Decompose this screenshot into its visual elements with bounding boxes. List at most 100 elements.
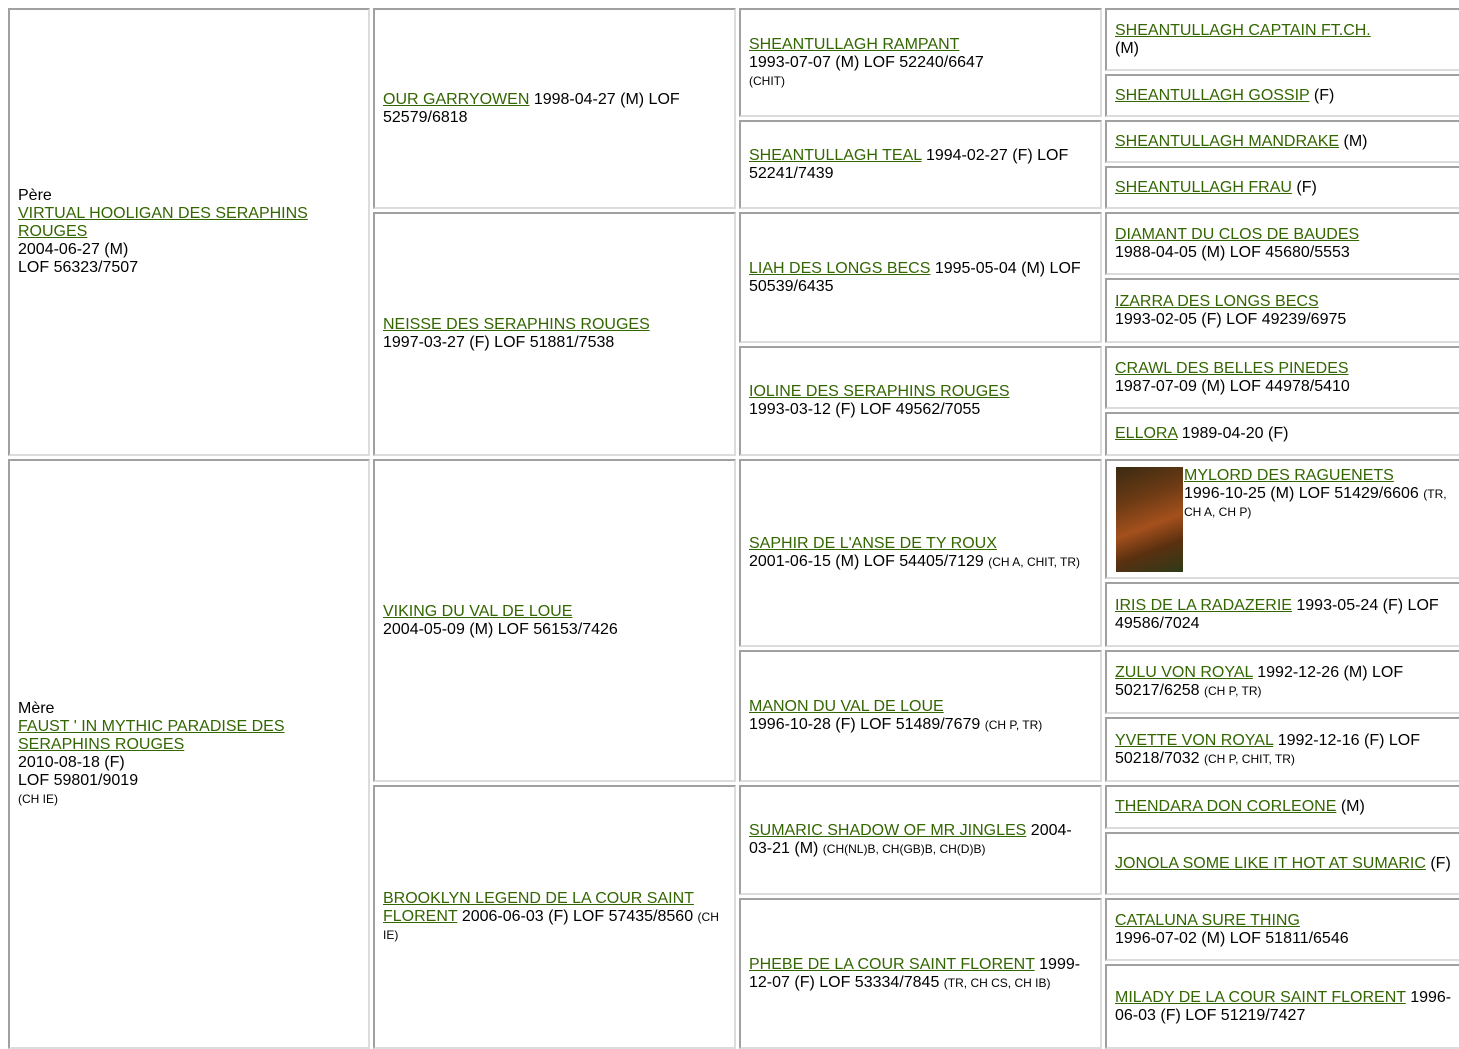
ancestor-name-link[interactable]: MILADY DE LA COUR SAINT FLORENT <box>1115 988 1406 1006</box>
ancestor-titles: (TR, CH A, CH P) <box>1184 486 1447 519</box>
ancestor-name-link[interactable]: IRIS DE LA RADAZERIE <box>1115 596 1292 614</box>
great-grandparent-name-link[interactable]: MANON DU VAL DE LOUE <box>749 698 944 715</box>
ancestor-name-link[interactable]: CATALUNA SURE THING <box>1115 911 1300 929</box>
ancestor-name-link[interactable]: MYLORD DES RAGUENETS <box>1184 466 1394 484</box>
ancestor-info: 1996-10-25 (M) LOF 51429/6606 <box>1184 484 1424 502</box>
ancestor-name-link[interactable]: YVETTE VON ROYAL <box>1115 731 1274 749</box>
dam-cell: Mère FAUST ' IN MYTHIC PARADISE DES SERA… <box>8 459 370 1049</box>
dam-lof: LOF 59801/9019 <box>18 772 139 789</box>
great-grandparent-name-link[interactable]: SHEANTULLAGH TEAL <box>749 146 922 164</box>
dam-role-label: Mère <box>18 700 55 717</box>
ancestor-name-link[interactable]: THENDARA DON CORLEONE <box>1115 798 1337 815</box>
great-grandparent-titles: (TR, CH CS, CH IB) <box>943 975 1051 990</box>
ancestor-cell: SHEANTULLAGH MANDRAKE (M) <box>1105 120 1459 163</box>
ancestor-cell: THENDARA DON CORLEONE (M) <box>1105 785 1459 829</box>
ancestor-info: 1996-07-02 (M) LOF 51811/6546 <box>1115 929 1349 947</box>
ancestor-name-link[interactable]: SHEANTULLAGH FRAU <box>1115 178 1292 196</box>
ancestor-cell: IRIS DE LA RADAZERIE 1993-05-24 (F) LOF … <box>1105 582 1459 647</box>
dam-date: 2010-08-18 (F) <box>18 754 125 771</box>
grandparent-cell: BROOKLYN LEGEND DE LA COUR SAINT FLORENT… <box>373 785 736 1049</box>
grandparent-cell: OUR GARRYOWEN 1998-04-27 (M) LOF 52579/6… <box>373 8 736 209</box>
ancestor-cell: SHEANTULLAGH GOSSIP (F) <box>1105 74 1459 117</box>
ancestor-info: 1993-05-24 (F) LOF 49586/7024 <box>1115 596 1439 632</box>
grandparent-name-link[interactable]: OUR GARRYOWEN <box>383 90 530 108</box>
great-grandparent-cell: SUMARIC SHADOW OF MR JINGLES 2004-03-21 … <box>739 785 1102 895</box>
great-grandparent-cell: PHEBE DE LA COUR SAINT FLORENT 1999-12-0… <box>739 898 1102 1049</box>
ancestor-info: (M) <box>1336 798 1365 815</box>
great-grandparent-titles: (CH A, CHIT, TR) <box>988 555 1081 569</box>
ancestor-info: (F) <box>1425 854 1451 872</box>
great-grandparent-name-link[interactable]: IOLINE DES SERAPHINS ROUGES <box>749 383 1010 400</box>
grandparent-info: 2004-05-09 (M) LOF 56153/7426 <box>383 620 618 638</box>
ancestor-cell: ZULU VON ROYAL 1992-12-26 (M) LOF 50217/… <box>1105 650 1459 714</box>
ancestor-cell: SHEANTULLAGH FRAU (F) <box>1105 166 1459 209</box>
ancestor-info: (F) <box>1291 178 1317 196</box>
great-grandparent-name-link[interactable]: LIAH DES LONGS BECS <box>749 259 931 277</box>
grandparent-titles: (CH IE) <box>383 910 719 942</box>
great-grandparent-info: 1993-03-12 (F) LOF 49562/7055 <box>749 401 981 418</box>
ancestor-name-link[interactable]: ELLORA <box>1115 425 1178 442</box>
grandparent-info: 1997-03-27 (F) LOF 51881/7538 <box>383 334 615 351</box>
grandparent-name-link[interactable]: NEISSE DES SERAPHINS ROUGES <box>383 316 650 333</box>
ancestor-cell: SHEANTULLAGH CAPTAIN FT.CH. (M) <box>1105 8 1459 71</box>
great-grandparent-info: 1993-07-07 (M) LOF 52240/6647 <box>749 53 984 71</box>
dam-name-link[interactable]: FAUST ' IN MYTHIC PARADISE DES SERAPHINS… <box>18 718 285 753</box>
sire-cell: Père VIRTUAL HOOLIGAN DES SERAPHINS ROUG… <box>8 8 370 456</box>
ancestor-name-link[interactable]: SHEANTULLAGH MANDRAKE <box>1115 132 1340 150</box>
grandparent-name-link[interactable]: VIKING DU VAL DE LOUE <box>383 602 573 620</box>
ancestor-name-link[interactable]: CRAWL DES BELLES PINEDES <box>1115 359 1349 377</box>
ancestor-name-link[interactable]: SHEANTULLAGH GOSSIP <box>1115 86 1310 104</box>
grandparent-info: 1998-04-27 (M) LOF 52579/6818 <box>383 90 680 126</box>
ancestor-info: 1989-04-20 (F) <box>1177 425 1289 442</box>
ancestor-name-link[interactable]: DIAMANT DU CLOS DE BAUDES <box>1115 225 1360 243</box>
dog-photo-icon[interactable] <box>1116 466 1183 572</box>
ancestor-info: 1987-07-09 (M) LOF 44978/5410 <box>1115 377 1350 395</box>
grandparent-info: 2006-06-03 (F) LOF 57435/8560 <box>457 908 698 925</box>
great-grandparent-name-link[interactable]: SUMARIC SHADOW OF MR JINGLES <box>749 822 1027 839</box>
ancestor-name-link[interactable]: ZULU VON ROYAL <box>1115 664 1253 681</box>
great-grandparent-info: 2004-03-21 (M) <box>749 822 1072 857</box>
ancestor-info: (M) <box>1339 132 1368 150</box>
ancestor-name-link[interactable]: SHEANTULLAGH CAPTAIN FT.CH. <box>1115 21 1371 39</box>
ancestor-info: 1993-02-05 (F) LOF 49239/6975 <box>1115 310 1347 328</box>
sire-name-link[interactable]: VIRTUAL HOOLIGAN DES SERAPHINS ROUGES <box>18 205 308 240</box>
great-grandparent-info: 1995-05-04 (M) LOF 50539/6435 <box>749 259 1081 295</box>
great-grandparent-info: 1994-02-27 (F) LOF 52241/7439 <box>749 146 1069 182</box>
dam-titles: (CH IE) <box>18 792 58 806</box>
grandparent-name-link[interactable]: BROOKLYN LEGEND DE LA COUR SAINT FLORENT <box>383 890 694 925</box>
sire-lof: LOF 56323/7507 <box>18 259 139 276</box>
ancestor-titles: (CH P, CHIT, TR) <box>1203 751 1295 766</box>
ancestor-cell: YVETTE VON ROYAL 1992-12-16 (F) LOF 5021… <box>1105 717 1459 782</box>
ancestor-info: 1988-04-05 (M) LOF 45680/5553 <box>1115 243 1350 261</box>
great-grandparent-titles: (CHIT) <box>749 73 785 88</box>
ancestor-cell: ELLORA 1989-04-20 (F) <box>1105 412 1459 456</box>
sire-role-label: Père <box>18 187 52 204</box>
great-grandparent-name-link[interactable]: SHEANTULLAGH RAMPANT <box>749 35 960 53</box>
ancestor-name-link[interactable]: JONOLA SOME LIKE IT HOT AT SUMARIC <box>1115 854 1426 872</box>
ancestor-cell: JONOLA SOME LIKE IT HOT AT SUMARIC (F) <box>1105 832 1459 895</box>
great-grandparent-info: 1999-12-07 (F) LOF 53334/7845 <box>749 955 1081 991</box>
ancestor-titles: (CH P, TR) <box>1203 684 1262 698</box>
great-grandparent-titles: (CH(NL)B, CH(GB)B, CH(D)B) <box>822 842 986 856</box>
ancestor-info: 1992-12-26 (M) LOF 50217/6258 <box>1115 664 1404 699</box>
ancestor-info: (F) <box>1309 86 1335 104</box>
ancestor-info: (M) <box>1115 39 1139 57</box>
ancestor-info: 1992-12-16 (F) LOF 50218/7032 <box>1115 731 1420 767</box>
great-grandparent-name-link[interactable]: SAPHIR DE L'ANSE DE TY ROUX <box>749 535 997 552</box>
great-grandparent-cell: SHEANTULLAGH TEAL 1994-02-27 (F) LOF 522… <box>739 120 1102 209</box>
great-grandparent-titles: (CH P, TR) <box>984 718 1043 732</box>
sire-date: 2004-06-27 (M) <box>18 241 129 258</box>
great-grandparent-name-link[interactable]: PHEBE DE LA COUR SAINT FLORENT <box>749 955 1035 973</box>
ancestor-name-link[interactable]: IZARRA DES LONGS BECS <box>1115 292 1319 310</box>
